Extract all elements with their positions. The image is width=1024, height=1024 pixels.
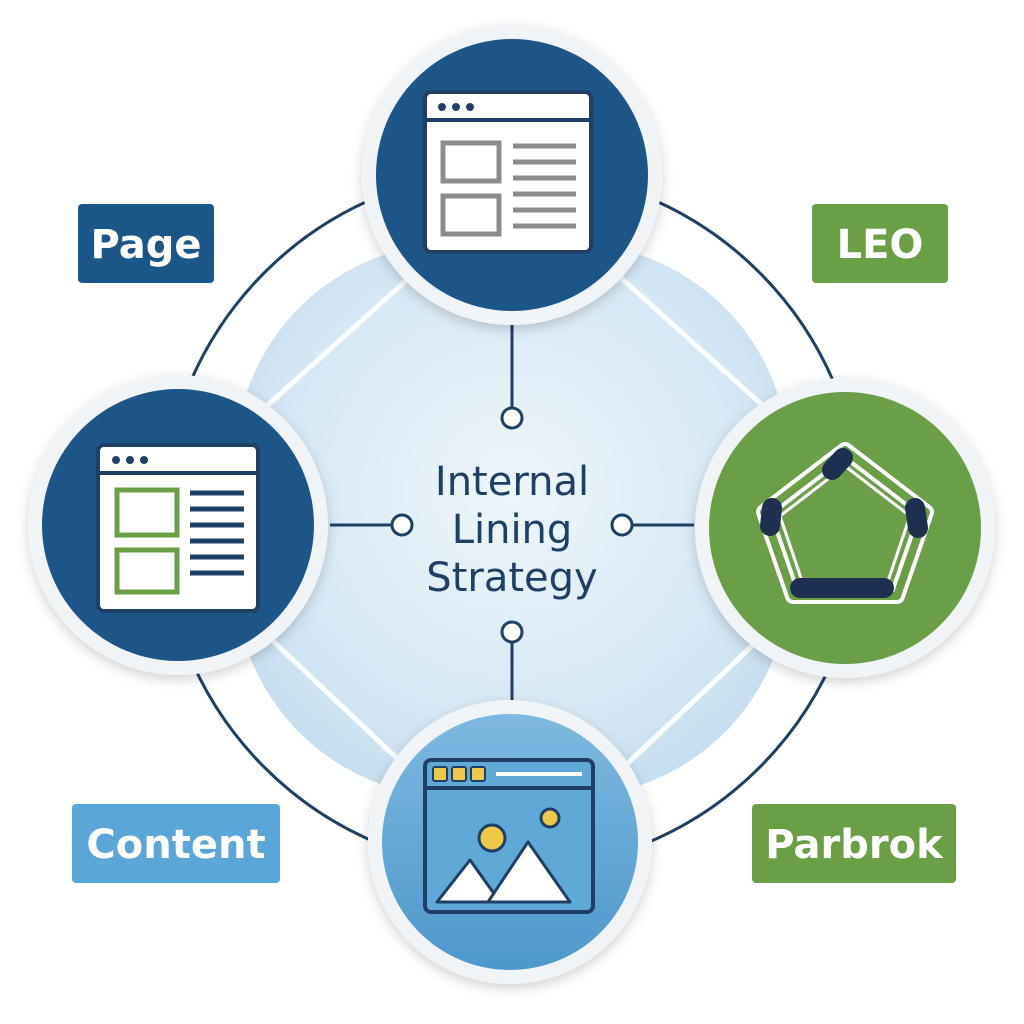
webpage-layout-icon bbox=[96, 443, 260, 613]
center-line-2: Lining bbox=[452, 507, 573, 553]
label-leo: LEO bbox=[812, 204, 948, 283]
label-page-text: Page bbox=[91, 222, 202, 268]
center-title: Internal Lining Strategy bbox=[426, 459, 597, 601]
connector-dots bbox=[390, 406, 634, 644]
connector-dot-top bbox=[500, 406, 524, 430]
center-line-1: Internal bbox=[435, 459, 589, 505]
label-leo-text: LEO bbox=[837, 222, 924, 268]
sun-icon bbox=[477, 823, 507, 853]
label-page: Page bbox=[78, 204, 214, 283]
hub-background bbox=[235, 243, 789, 797]
node-right[interactable] bbox=[695, 378, 995, 678]
center-line-3: Strategy bbox=[426, 555, 597, 601]
connector-dot-bottom bbox=[500, 620, 524, 644]
label-parbrok-text: Parbrok bbox=[765, 822, 944, 868]
pentagon-link-chain-icon bbox=[756, 442, 934, 604]
label-parbrok: Parbrok bbox=[752, 804, 956, 883]
image-page-icon bbox=[423, 758, 595, 914]
label-content: Content bbox=[72, 804, 280, 883]
webpage-layout-icon bbox=[423, 90, 593, 254]
label-content-text: Content bbox=[86, 822, 265, 868]
connector-dot-left bbox=[390, 513, 414, 537]
mountain-icon bbox=[435, 858, 502, 904]
connector-dot-right bbox=[610, 513, 634, 537]
